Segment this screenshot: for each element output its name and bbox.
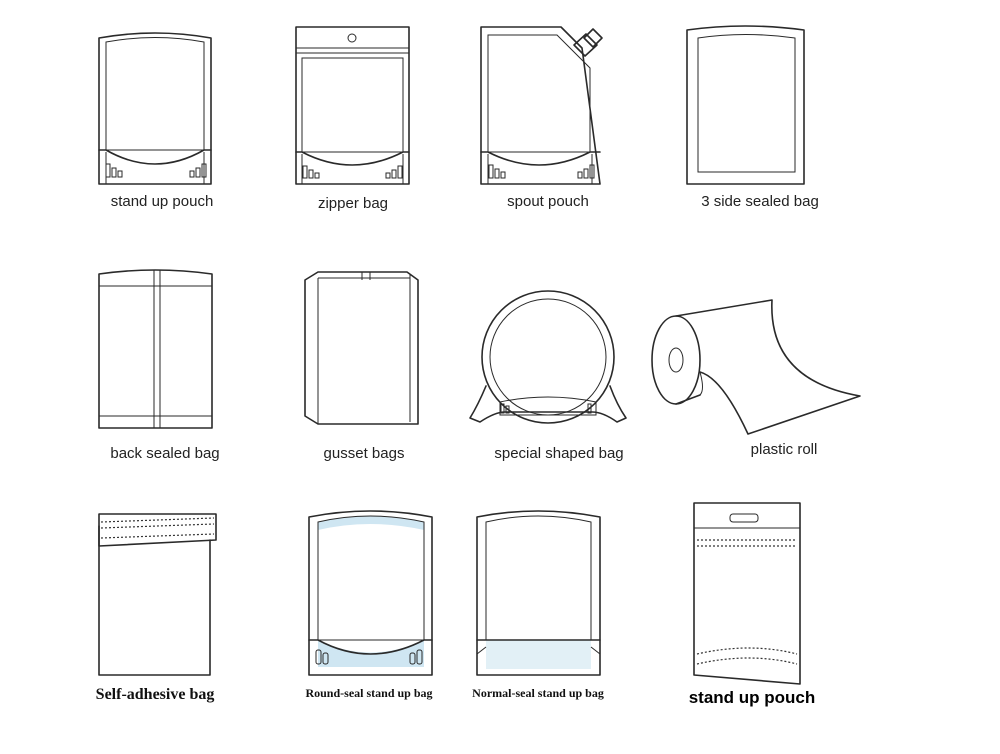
label-self-adhesive-bag: Self-adhesive bag — [95, 686, 215, 703]
label-normal-seal-stand-up-bag: Normal-seal stand up bag — [472, 686, 604, 700]
stand-up-pouch-zipper-illustration — [693, 502, 801, 685]
special-shaped-bag-illustration — [469, 290, 627, 424]
label-stand-up-pouch: stand up pouch — [110, 193, 214, 210]
plastic-roll-illustration — [651, 299, 861, 435]
label-zipper-bag: zipper bag — [317, 195, 389, 212]
round-seal-stand-up-bag-illustration — [308, 510, 433, 676]
normal-seal-stand-up-bag-illustration — [476, 510, 601, 676]
label-gusset-bags: gusset bags — [323, 445, 405, 462]
label-plastic-roll: plastic roll — [750, 441, 818, 458]
label-3-side-sealed-bag: 3 side sealed bag — [701, 193, 819, 210]
spout-pouch-illustration — [480, 26, 603, 185]
label-spout-pouch: spout pouch — [507, 193, 589, 210]
zipper-bag-illustration — [295, 26, 410, 185]
three-side-sealed-bag-illustration — [686, 25, 805, 185]
label-stand-up-pouch-zipper: stand up pouch — [688, 688, 816, 707]
label-round-seal-stand-up-bag: Round-seal stand up bag — [305, 686, 433, 700]
self-adhesive-bag-illustration — [98, 513, 217, 676]
stand-up-pouch-illustration — [98, 32, 212, 185]
label-back-sealed-bag: back sealed bag — [110, 445, 220, 462]
gusset-bags-illustration — [304, 271, 419, 425]
label-special-shaped-bag: special shaped bag — [494, 445, 624, 462]
back-sealed-bag-illustration — [98, 269, 213, 429]
